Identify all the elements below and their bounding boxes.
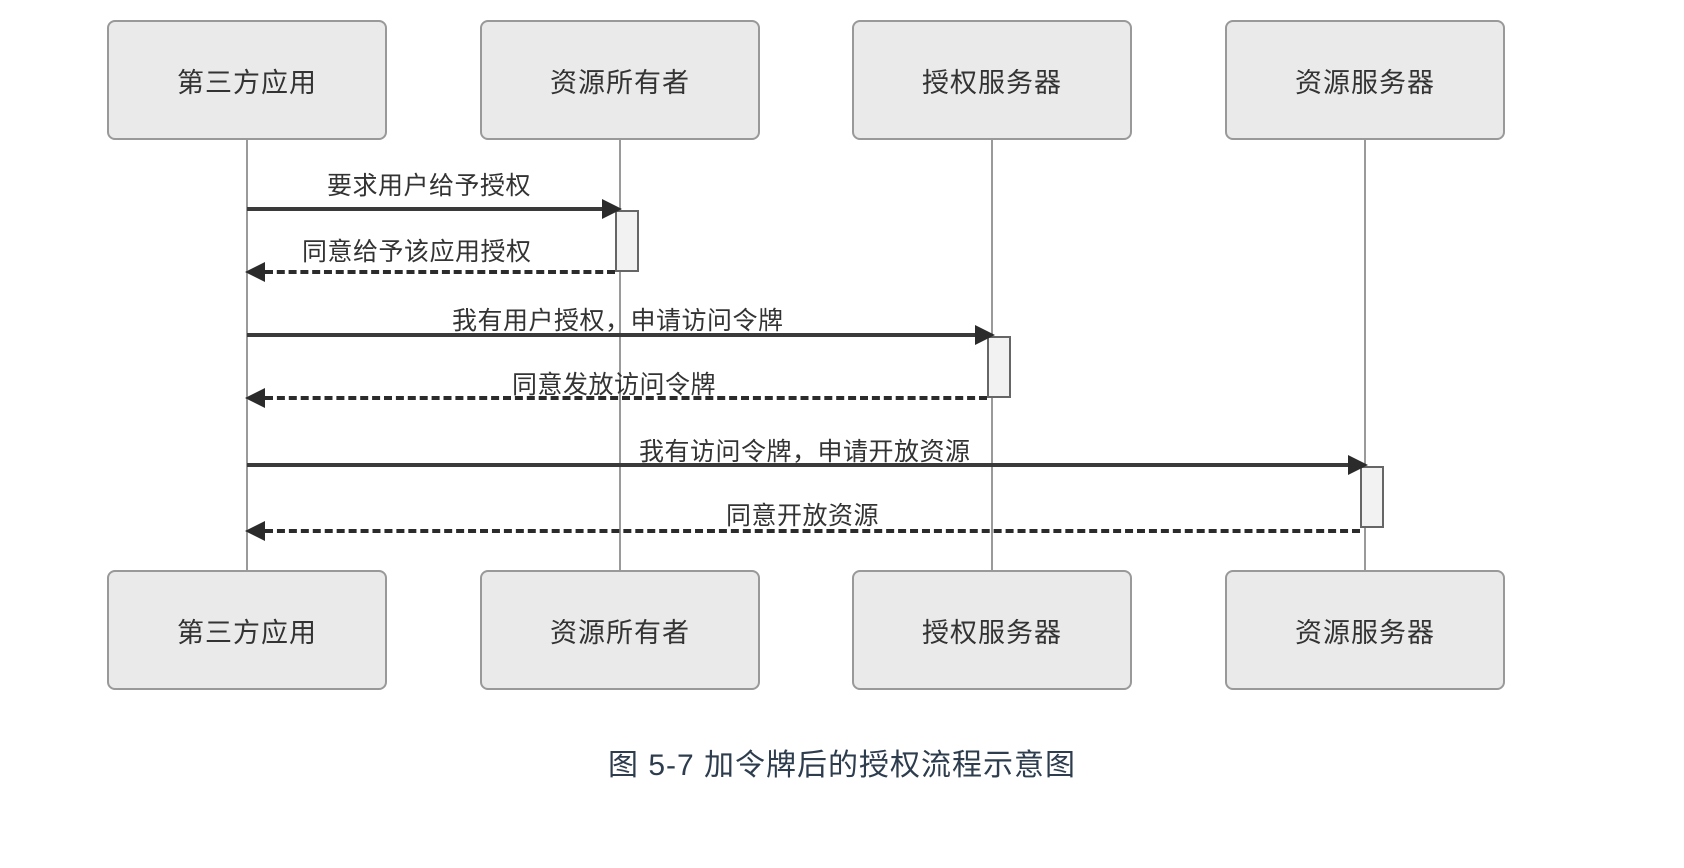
- activation-bar-auth: [987, 336, 1011, 398]
- message-arrowhead-5: [1348, 455, 1368, 475]
- lifeline-client: [246, 140, 248, 572]
- message-arrowhead-6: [245, 521, 265, 541]
- message-line-5: [247, 463, 1348, 467]
- message-label-4: 同意发放访问令牌: [512, 371, 717, 399]
- lifeline-owner: [619, 140, 621, 572]
- participant-label: 资源服务器: [1295, 67, 1435, 98]
- participant-label: 授权服务器: [922, 617, 1062, 648]
- participant-box-bottom-owner[interactable]: 资源所有者: [480, 570, 760, 690]
- participant-box-bottom-auth[interactable]: 授权服务器: [852, 570, 1132, 690]
- activation-bar-resource: [1360, 466, 1384, 528]
- participant-box-top-owner[interactable]: 资源所有者: [480, 20, 760, 140]
- participant-label: 第三方应用: [177, 67, 317, 98]
- message-arrowhead-2: [245, 262, 265, 282]
- message-label-1: 要求用户给予授权: [327, 172, 532, 200]
- activation-bar-owner: [615, 210, 639, 272]
- participant-label: 资源所有者: [550, 617, 690, 648]
- message-arrowhead-1: [602, 199, 622, 219]
- message-line-1: [247, 207, 602, 211]
- participant-label: 授权服务器: [922, 67, 1062, 98]
- message-arrowhead-4: [245, 388, 265, 408]
- message-label-5: 我有访问令牌，申请开放资源: [639, 438, 971, 466]
- message-line-4: [265, 396, 987, 400]
- message-label-6: 同意开放资源: [726, 502, 880, 530]
- message-arrowhead-3: [975, 325, 995, 345]
- participant-box-top-auth[interactable]: 授权服务器: [852, 20, 1132, 140]
- participant-box-top-resource[interactable]: 资源服务器: [1225, 20, 1505, 140]
- participant-box-top-client[interactable]: 第三方应用: [107, 20, 387, 140]
- participant-label: 第三方应用: [177, 617, 317, 648]
- participant-label: 资源服务器: [1295, 617, 1435, 648]
- participant-label: 资源所有者: [550, 67, 690, 98]
- message-label-3: 我有用户授权，申请访问令牌: [452, 307, 784, 335]
- lifeline-resource: [1364, 140, 1366, 572]
- message-line-3: [247, 333, 975, 337]
- message-label-2: 同意给予该应用授权: [302, 238, 532, 266]
- message-line-2: [265, 270, 615, 274]
- message-line-6: [265, 529, 1360, 533]
- figure-caption: 图 5-7 加令牌后的授权流程示意图: [607, 749, 1077, 782]
- participant-box-bottom-client[interactable]: 第三方应用: [107, 570, 387, 690]
- participant-box-bottom-resource[interactable]: 资源服务器: [1225, 570, 1505, 690]
